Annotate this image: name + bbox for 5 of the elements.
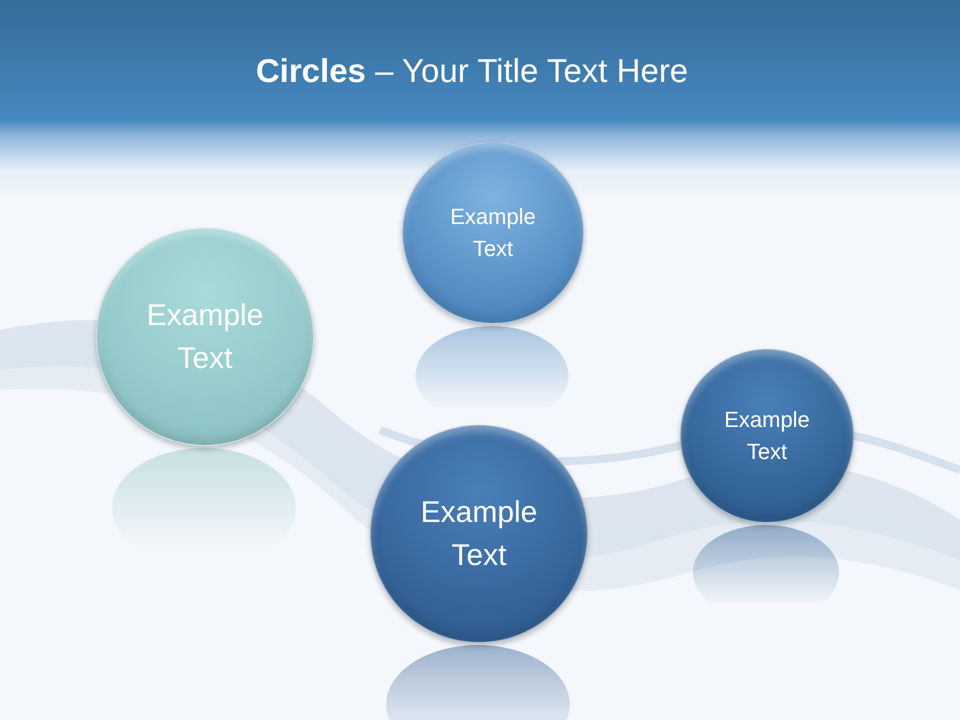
circle-label: Example Text <box>420 494 538 574</box>
circle-label: Example Text <box>146 298 264 377</box>
circle-label: Example Text <box>449 203 537 263</box>
title: Circles – Your Title Text Here <box>256 52 688 90</box>
circle-label: Example Text <box>723 406 811 466</box>
